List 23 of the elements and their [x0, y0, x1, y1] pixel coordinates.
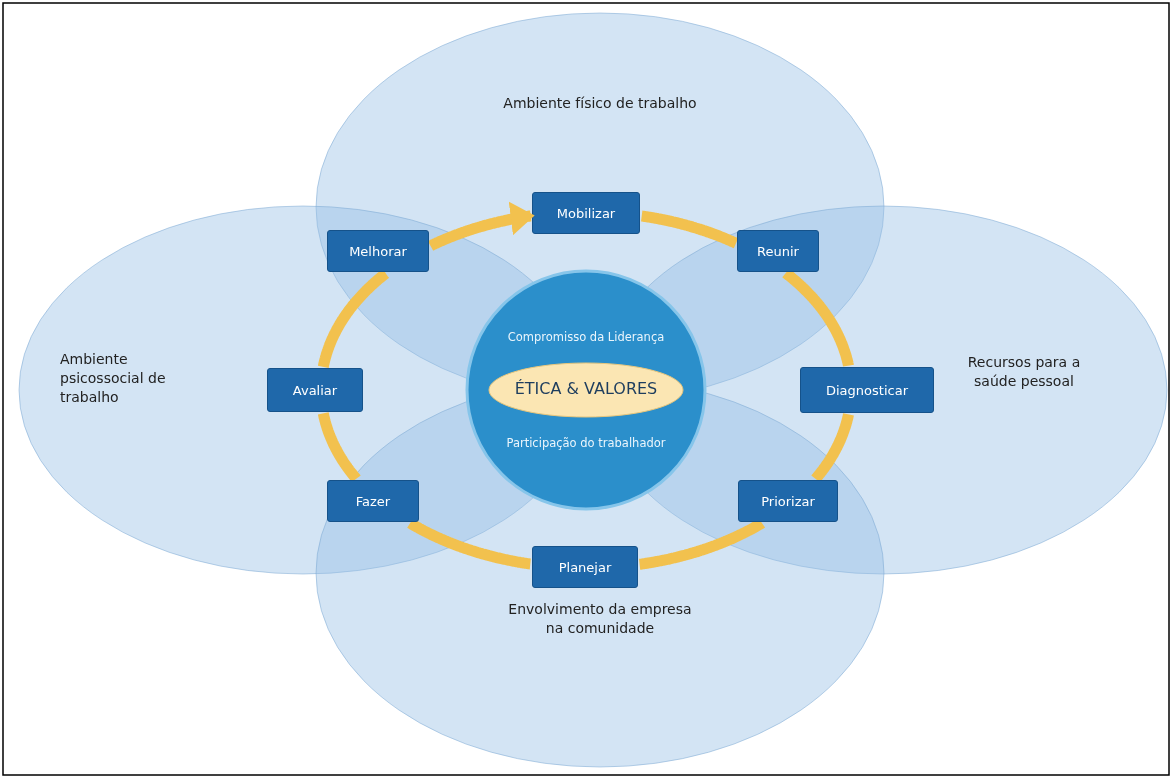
- step-label: Priorizar: [761, 493, 815, 509]
- step-box: [327, 230, 429, 272]
- area-label: Ambiente físico de trabalho: [502, 94, 698, 113]
- step-label: Melhorar: [349, 243, 407, 259]
- step-box: [532, 546, 638, 588]
- values-label: ÉTICA & VALORES: [513, 379, 659, 398]
- step-box: [532, 192, 640, 234]
- step-label: Avaliar: [292, 382, 338, 398]
- step-label: Diagnosticar: [826, 382, 908, 398]
- step-box: [327, 480, 419, 522]
- step-label: Reunir: [757, 243, 799, 259]
- step-label: Fazer: [355, 493, 391, 509]
- step-label: Mobilizar: [556, 205, 616, 221]
- area-label: Envolvimento da empresa na comunidade: [507, 600, 693, 638]
- step-box: [267, 368, 363, 412]
- area-label: Recursos para a saúde pessoal: [966, 353, 1082, 391]
- core-label: Compromisso da Liderança: [506, 329, 666, 346]
- step-box: [800, 367, 934, 413]
- area-label: Ambiente psicossocial de trabalho: [60, 350, 167, 407]
- step-label: Planejar: [558, 559, 612, 575]
- core-label: Participação do trabalhador: [505, 435, 667, 452]
- step-box: [738, 480, 838, 522]
- step-box: [737, 230, 819, 272]
